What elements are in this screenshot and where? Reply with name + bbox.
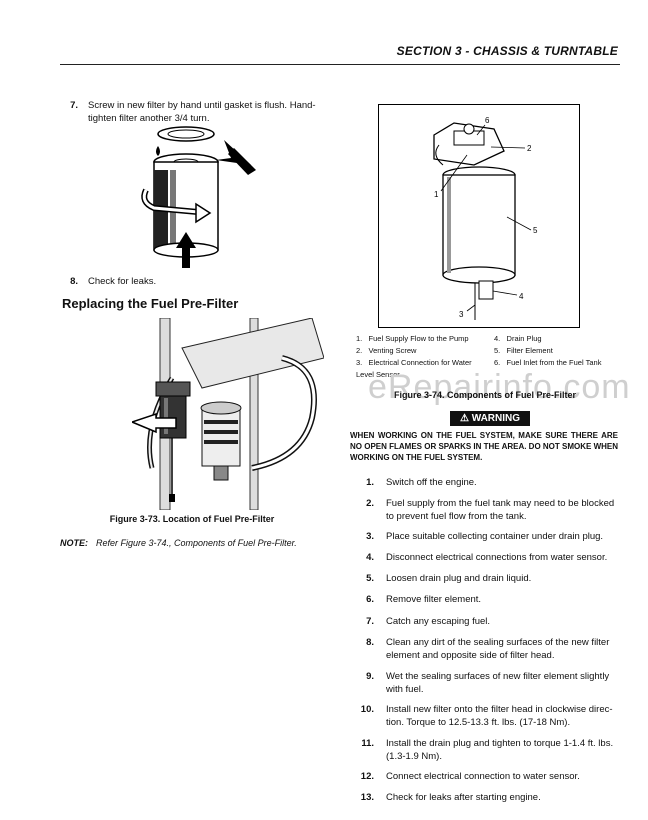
step-line: Clean any dirt of the sealing surfaces o… bbox=[386, 637, 610, 648]
note-text: Refer Figure 3-74., Components of Fuel P… bbox=[96, 538, 297, 548]
step-number: 7. bbox=[70, 100, 78, 111]
step-text: Remove filter element. bbox=[386, 593, 481, 606]
figure-74-caption: Figure 3-74. Components of Fuel Pre-Filt… bbox=[393, 390, 577, 400]
step-line: Screw in new filter by hand until gasket… bbox=[88, 100, 316, 111]
left-step-8: 8. Check for leaks. bbox=[60, 275, 340, 289]
legend-item: 3. Electrical Connection for Water Level… bbox=[356, 358, 472, 379]
procedure-step: 12. Connect electrical connection to wate… bbox=[350, 770, 620, 783]
procedure-step: 8. Clean any dirt of the sealing surfaces… bbox=[350, 636, 620, 662]
procedure-step: 3. Place suitable collecting container un… bbox=[350, 530, 620, 543]
step-line: with fuel. bbox=[386, 684, 424, 695]
step-line: Install new filter onto the filter head … bbox=[386, 704, 613, 715]
warning-text: WHEN WORKING ON THE FUEL SYSTEM, MAKE SU… bbox=[350, 431, 619, 462]
callout-2: 2 bbox=[527, 144, 532, 153]
legend-item: 1. Fuel Supply Flow to the Pump bbox=[356, 334, 469, 343]
step-line: Wet the sealing surfaces of new filter e… bbox=[386, 671, 610, 682]
procedure-step: 11. Install the drain plug and tighten to… bbox=[350, 737, 620, 763]
step-text: Clean any dirt of the sealing surfaces o… bbox=[386, 636, 609, 662]
left-step-7: 7. Screw in new filter by hand until gas… bbox=[60, 99, 340, 127]
fuel-prefilter-location-photo bbox=[132, 318, 324, 510]
step-text: Screw in new filter by hand until gasket… bbox=[88, 99, 316, 125]
step-text: Place suitable collecting container unde… bbox=[386, 530, 603, 543]
procedure-step: 13. Check for leaks after starting engine… bbox=[350, 791, 620, 804]
callout-5: 5 bbox=[533, 226, 538, 235]
step-number: 9. bbox=[366, 671, 374, 682]
procedure-step: 4. Disconnect electrical connections from… bbox=[350, 551, 620, 564]
step-number: 2. bbox=[366, 498, 374, 509]
step-text: Install the drain plug and tighten to to… bbox=[386, 737, 613, 763]
filter-install-illustration bbox=[141, 126, 256, 268]
figure-74-frame: 1 2 3 4 5 6 bbox=[378, 104, 580, 328]
step-text: Catch any escaping fuel. bbox=[386, 615, 490, 628]
procedure-step: 7. Catch any escaping fuel. bbox=[350, 615, 620, 628]
legend-item: 5. Filter Element bbox=[494, 346, 553, 355]
watermark: eRepairinfo.com bbox=[368, 368, 631, 406]
step-number: 8. bbox=[70, 276, 78, 287]
step-line: Install the drain plug and tighten to to… bbox=[386, 738, 614, 749]
step-line: tighten filter another 3/4 turn. bbox=[88, 113, 210, 124]
note-label: NOTE: bbox=[60, 538, 88, 548]
step-number: 1. bbox=[366, 477, 374, 488]
callout-4: 4 bbox=[519, 292, 524, 301]
step-number: 12. bbox=[360, 771, 374, 782]
step-text: Loosen drain plug and drain liquid. bbox=[386, 572, 531, 585]
legend-item: 6. Fuel Inlet from the Fuel Tank bbox=[494, 358, 602, 367]
callout-3: 3 bbox=[459, 310, 464, 319]
procedure-step: 6. Remove filter element. bbox=[350, 593, 620, 606]
step-line: Catch any escaping fuel. bbox=[386, 616, 491, 627]
warning-badge: ⚠ WARNING bbox=[450, 411, 530, 426]
step-line: Remove filter element. bbox=[386, 594, 482, 605]
callout-6: 6 bbox=[485, 116, 490, 125]
section-title: SECTION 3 - CHASSIS & TURNTABLE bbox=[396, 44, 618, 58]
step-number: 5. bbox=[366, 573, 374, 584]
step-number: 10. bbox=[360, 704, 374, 715]
figure-74-legend: 1. Fuel Supply Flow to the Pump 2. Venti… bbox=[356, 333, 626, 381]
step-text: Connect electrical connection to water s… bbox=[386, 770, 580, 783]
step-line: Place suitable collecting container unde… bbox=[386, 531, 604, 542]
step-line: Check for leaks after starting engine. bbox=[386, 792, 541, 803]
step-text: Check for leaks after starting engine. bbox=[386, 791, 541, 804]
callout-1: 1 bbox=[434, 190, 439, 199]
step-number: 13. bbox=[360, 792, 374, 803]
step-text: Fuel supply from the fuel tank may need … bbox=[386, 497, 614, 523]
step-number: 11. bbox=[361, 738, 374, 749]
figure-73-caption: Figure 3-73. Location of Fuel Pre-Filter bbox=[109, 514, 275, 524]
step-text: Switch off the engine. bbox=[386, 476, 477, 489]
section-heading: Replacing the Fuel Pre-Filter bbox=[62, 296, 239, 311]
step-number: 8. bbox=[366, 637, 374, 648]
legend-item: 2. Venting Screw bbox=[356, 346, 417, 355]
procedure-step: 9. Wet the sealing surfaces of new filter… bbox=[350, 670, 620, 696]
fuel-prefilter-components-diagram: 1 2 3 4 5 6 bbox=[433, 116, 538, 320]
note: NOTE: Refer Figure 3-74., Components of F… bbox=[60, 538, 297, 548]
procedure-step: 1. Switch off the engine. bbox=[350, 476, 620, 489]
step-number: 4. bbox=[366, 552, 374, 563]
step-text: Check for leaks. bbox=[88, 276, 157, 287]
step-text: Wet the sealing surfaces of new filter e… bbox=[386, 670, 609, 696]
procedure-step: 5. Loosen drain plug and drain liquid. bbox=[350, 572, 620, 585]
step-line: Loosen drain plug and drain liquid. bbox=[386, 573, 532, 584]
step-line: Connect electrical connection to water s… bbox=[386, 771, 580, 782]
legend-item: 4. Drain Plug bbox=[494, 334, 542, 343]
step-line: to prevent fuel flow from the tank. bbox=[386, 511, 527, 522]
step-line: Disconnect electrical connections from w… bbox=[386, 552, 608, 563]
step-line: Switch off the engine. bbox=[386, 477, 477, 488]
step-number: 3. bbox=[366, 531, 374, 542]
step-line: Fuel supply from the fuel tank may need … bbox=[386, 498, 615, 509]
header-divider bbox=[60, 64, 620, 65]
step-number: 7. bbox=[366, 616, 374, 627]
step-text: Install new filter onto the filter head … bbox=[386, 703, 613, 729]
procedure-step: 2. Fuel supply from the fuel tank may nee… bbox=[350, 497, 620, 523]
procedure-step: 10. Install new filter onto the filter he… bbox=[350, 703, 620, 729]
step-line: tion. Torque to 12.5-13.3 ft. lbs. (17-1… bbox=[386, 717, 571, 728]
step-text: Disconnect electrical connections from w… bbox=[386, 551, 607, 564]
step-number: 6. bbox=[366, 594, 374, 605]
step-line: (1.3-1.9 Nm). bbox=[386, 751, 442, 762]
step-line: element and opposite side of filter head… bbox=[386, 650, 555, 661]
